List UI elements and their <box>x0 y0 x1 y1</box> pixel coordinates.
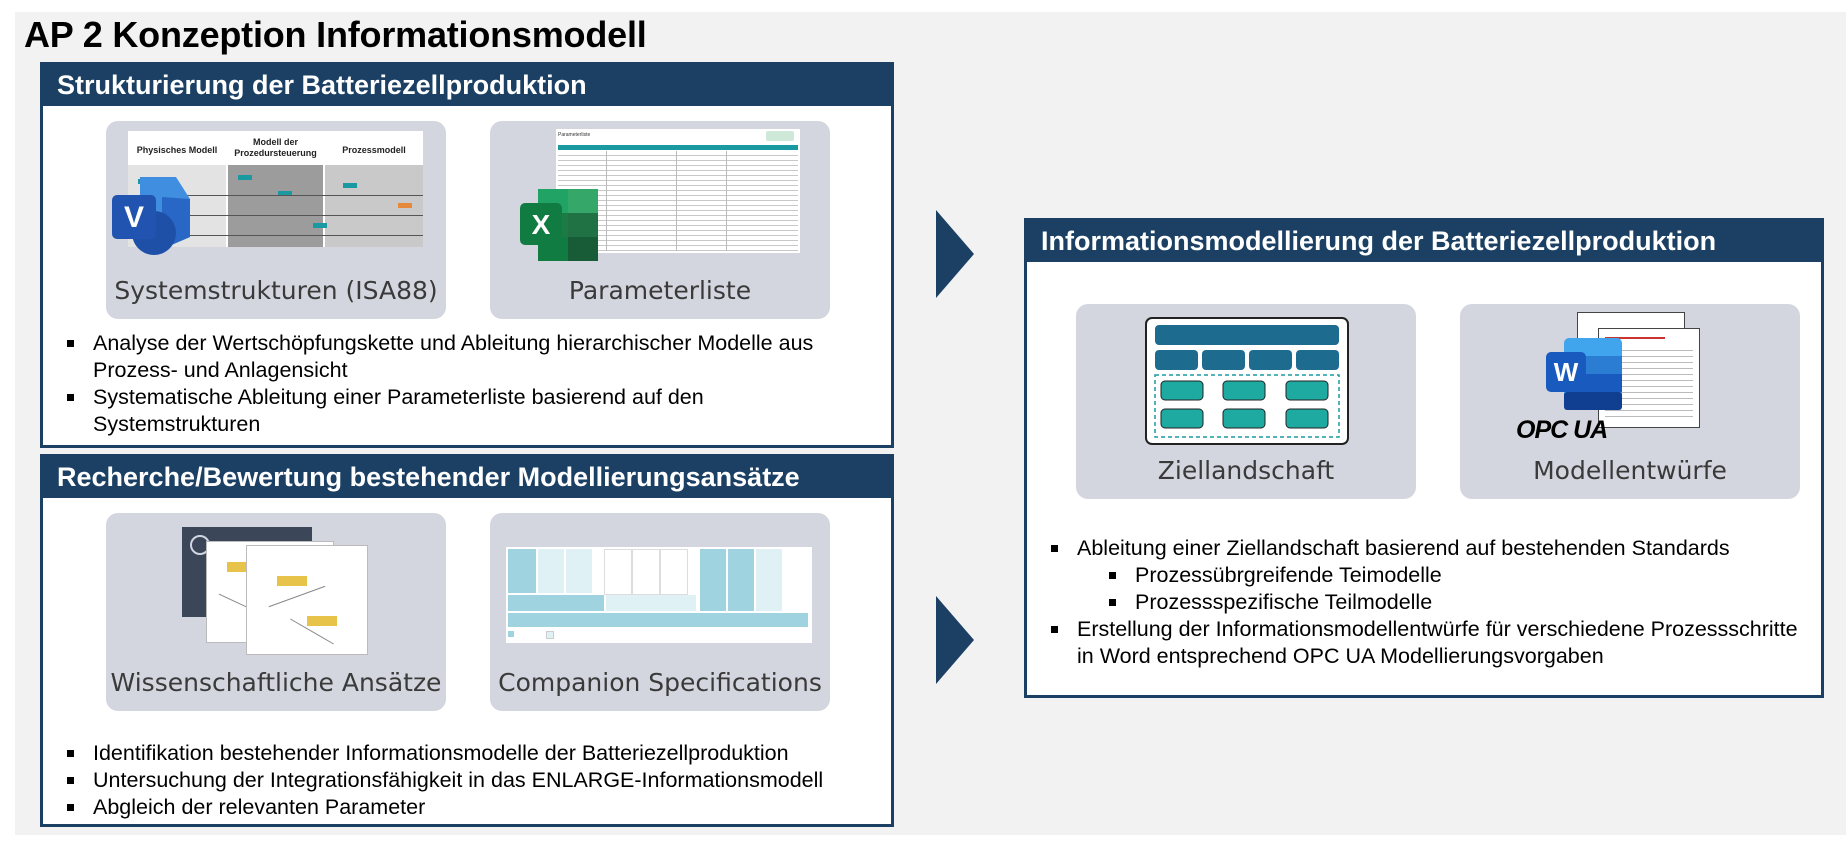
companion-card[interactable]: Companion Specifications <box>490 513 830 711</box>
systemstrukturen-card[interactable]: Physisches Modell Modell der Prozedurste… <box>106 121 446 319</box>
parameterliste-label: Parameterliste <box>568 276 752 305</box>
list-item: Erstellung der Informationsmodellentwürf… <box>1033 616 1813 670</box>
ziellandschaft-label: Ziellandschaft <box>1157 456 1335 485</box>
systemstrukturen-label: Systemstrukturen (ISA88) <box>114 276 438 305</box>
list-item: Untersuchung der Integrationsfähigkeit i… <box>49 767 879 794</box>
research-panel-title: Recherche/Bewertung bestehender Modellie… <box>43 457 891 498</box>
structure-panel-title: Strukturierung der Batteriezellproduktio… <box>43 65 891 106</box>
structure-bullets: Analyse der Wertschöpfungskette und Able… <box>49 330 879 438</box>
modeling-bullets: Ableitung einer Ziellandschaft basierend… <box>1033 535 1813 670</box>
list-item: Identifikation bestehender Informationsm… <box>49 740 879 767</box>
modeling-panel-title: Informationsmodellierung der Batteriezel… <box>1027 221 1821 262</box>
svg-text:X: X <box>532 209 551 240</box>
list-item: Prozessübrgreifende Teimodelle <box>1033 562 1813 589</box>
svg-text:W: W <box>1554 357 1579 387</box>
wissenschaftliche-card[interactable]: Wissenschaftliche Ansätze <box>106 513 446 711</box>
list-item: Abgleich der relevanten Parameter <box>49 794 879 821</box>
flow-arrow-lower <box>936 596 974 684</box>
page-title: AP 2 Konzeption Informationsmodell <box>24 14 647 55</box>
visio-icon: V <box>112 177 190 255</box>
list-item: Systematische Ableitung einer Parameterl… <box>49 384 879 438</box>
ziellandschaft-card[interactable]: Ziellandschaft <box>1076 304 1416 499</box>
list-item: Ableitung einer Ziellandschaft basierend… <box>1033 535 1813 562</box>
companion-label: Companion Specifications <box>498 668 822 697</box>
scientific-paper-page <box>246 545 368 655</box>
structure-panel: Strukturierung der Batteriezellproduktio… <box>40 62 894 448</box>
research-panel: Recherche/Bewertung bestehender Modellie… <box>40 454 894 827</box>
companion-spec-thumbnail <box>506 547 812 643</box>
thumb-header-process: Prozessmodell <box>342 145 406 155</box>
research-bullets: Identifikation bestehender Informationsm… <box>49 740 879 821</box>
list-item: Analyse der Wertschöpfungskette und Able… <box>49 330 879 384</box>
parameterliste-card[interactable]: Parameterliste X Parameterliste <box>490 121 830 319</box>
target-landscape-diagram <box>1145 317 1349 445</box>
wissenschaftliche-label: Wissenschaftliche Ansätze <box>110 668 442 697</box>
modellentwuerfe-card[interactable]: W OPC UA Modellentwürfe <box>1460 304 1800 499</box>
opc-ua-logo: OPC UA <box>1516 416 1608 444</box>
svg-text:V: V <box>124 201 144 234</box>
isa88-diagram-thumbnail: Physisches Modell Modell der Prozedurste… <box>128 131 423 247</box>
thumb-header-physical: Physisches Modell <box>136 145 218 155</box>
word-icon: W <box>1546 338 1622 410</box>
excel-icon: X <box>520 189 598 261</box>
thumb-header-procedural: Modell der Prozedursteuerung <box>234 137 317 158</box>
flow-arrow-upper <box>936 210 974 298</box>
modeling-panel: Informationsmodellierung der Batteriezel… <box>1024 218 1824 698</box>
modellentwuerfe-label: Modellentwürfe <box>1533 456 1727 485</box>
list-item: Prozessspezifische Teilmodelle <box>1033 589 1813 616</box>
